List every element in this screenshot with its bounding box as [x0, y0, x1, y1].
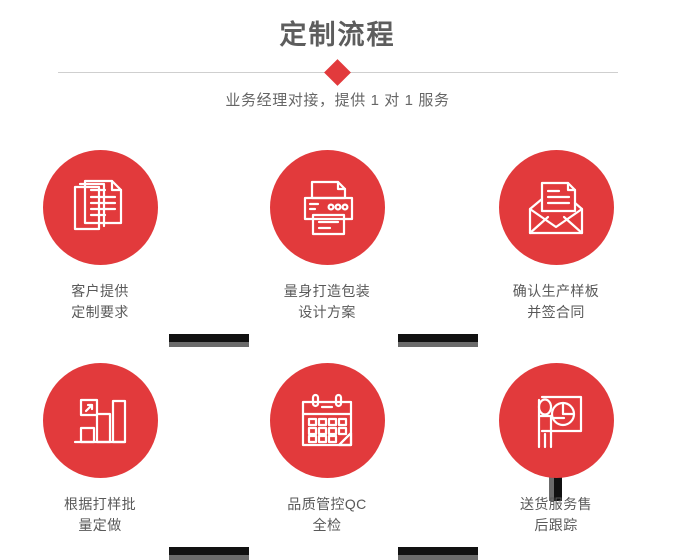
connector-bar [398, 547, 478, 555]
printer-icon [303, 180, 354, 235]
calendar-icon [301, 393, 353, 446]
step-icon-circle [498, 363, 614, 478]
connector-step3-step6 [549, 463, 562, 501]
open-envelope-document-icon [528, 181, 584, 234]
step-label-line2: 定制要求 [71, 304, 129, 320]
step-label-line2: 后跟踪 [534, 517, 578, 533]
connector-bar [169, 547, 249, 555]
page-header: 定制流程 业务经理对接，提供 1 对 1 服务 [0, 0, 675, 130]
step-label-line1: 量身打造包装 [283, 283, 371, 299]
step-label-line2: 设计方案 [298, 304, 356, 320]
connector-step4-step5 [169, 547, 249, 560]
connector-shadow [398, 342, 478, 347]
step-icon-circle [269, 150, 385, 265]
step-label-line1: 根据打样批 [64, 496, 136, 512]
step-label-line1: 客户提供 [71, 283, 129, 299]
step-label: 量身打造包装 设计方案 [227, 281, 427, 323]
connector-step2-step3 [398, 334, 478, 347]
process-step-1[interactable]: 客户提供 定制要求 [0, 150, 200, 323]
presenter-pie-chart-icon [537, 395, 583, 448]
step-icon-circle [42, 150, 158, 265]
step-label: 品质管控QC 全检 [227, 494, 427, 536]
title-divider [58, 59, 618, 86]
step-label-line2: 量定做 [78, 517, 122, 533]
step-label-line2: 并签合同 [527, 304, 585, 320]
step-label-line1: 确认生产样板 [512, 283, 600, 299]
connector-step5-step6 [398, 547, 478, 560]
connector-bar [169, 334, 249, 342]
step-label: 送货服务售 后跟踪 [456, 494, 656, 536]
process-step-5[interactable]: 品质管控QC 全检 [227, 363, 427, 536]
process-step-6[interactable]: 送货服务售 后跟踪 [456, 363, 656, 536]
documents-stack-icon [73, 179, 123, 230]
process-step-3[interactable]: 确认生产样板 并签合同 [456, 150, 656, 323]
page-subtitle: 业务经理对接，提供 1 对 1 服务 [225, 92, 450, 109]
connector-bar [554, 463, 562, 501]
step-label: 根据打样批 量定做 [0, 494, 200, 536]
step-icon-circle [42, 363, 158, 478]
connector-bar [398, 334, 478, 342]
connector-shadow [169, 555, 249, 560]
connector-shadow [169, 342, 249, 347]
connector-step1-step2 [169, 334, 249, 347]
step-label: 确认生产样板 并签合同 [456, 281, 656, 323]
step-label-line2: 全检 [312, 517, 342, 533]
process-step-2[interactable]: 量身打造包装 设计方案 [227, 150, 427, 323]
step-label: 客户提供 定制要求 [0, 281, 200, 323]
connector-shadow [549, 463, 554, 501]
step-label-line1: 品质管控QC [287, 496, 367, 512]
process-flow-diagram: 客户提供 定制要求 [0, 130, 675, 560]
step-icon-circle [498, 150, 614, 265]
step-icon-circle [269, 363, 385, 478]
page-title: 定制流程 [279, 20, 396, 50]
process-step-4[interactable]: 根据打样批 量定做 [0, 363, 200, 536]
diamond-icon [324, 59, 351, 86]
step-label-line1: 送货服务售 [520, 496, 592, 512]
connector-shadow [398, 555, 478, 560]
bar-chart-growth-icon [73, 398, 127, 443]
